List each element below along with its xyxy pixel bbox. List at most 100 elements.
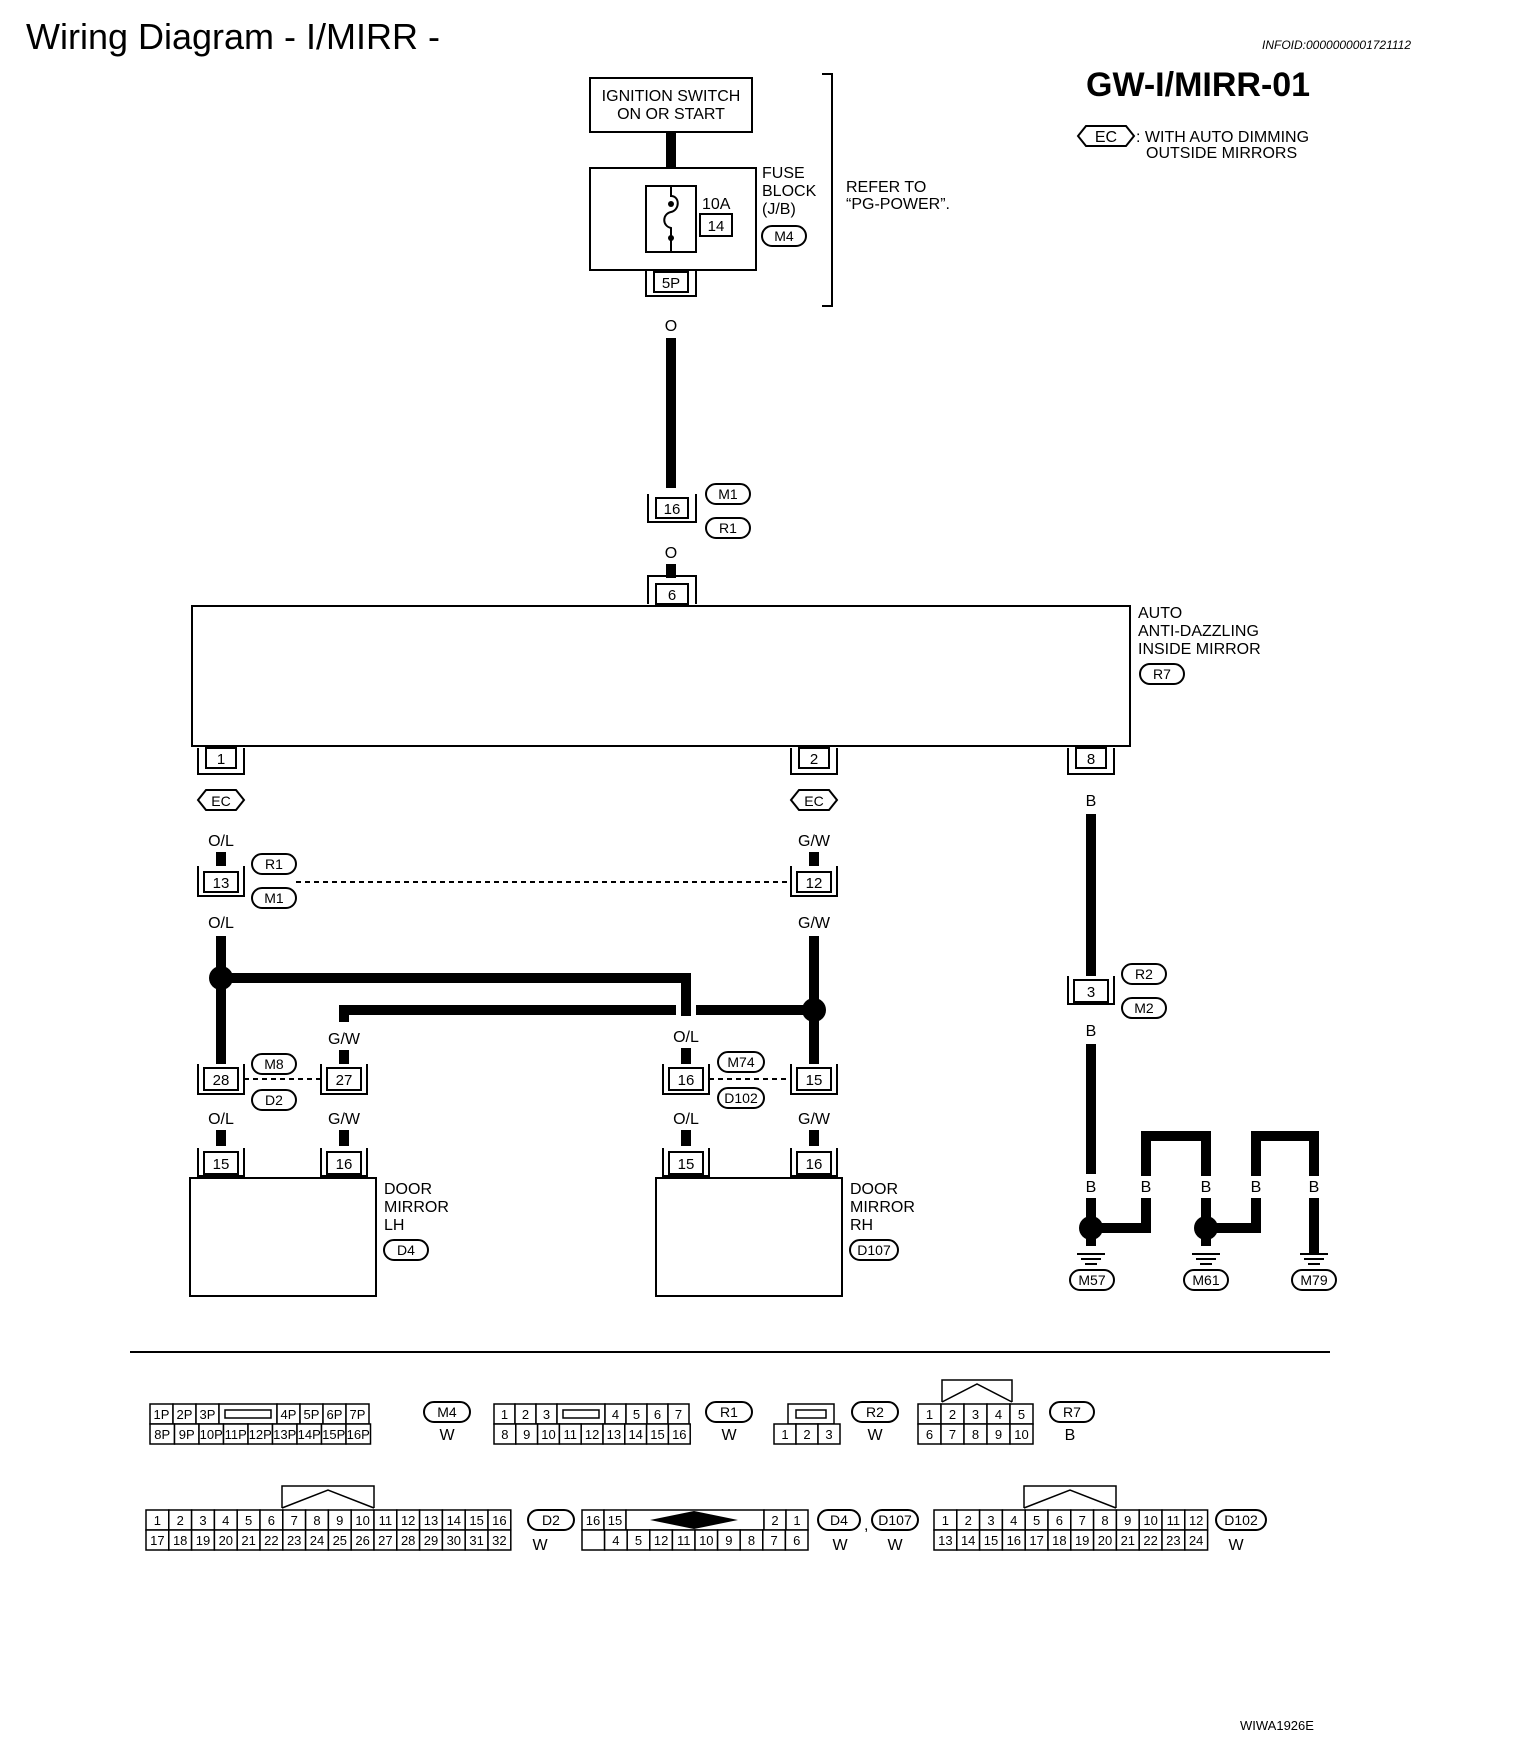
fuse-label-2: BLOCK xyxy=(762,183,817,200)
d4-oval xyxy=(817,1509,861,1531)
ignition-label-1: IGNITION SWITCH xyxy=(602,88,741,105)
d2-cavity xyxy=(487,1529,512,1551)
door-lh-label-2: MIRROR xyxy=(384,1199,449,1216)
pin-1: 1 xyxy=(217,751,225,768)
d2-pin-label: 9 xyxy=(336,1513,343,1528)
pin-1-box xyxy=(205,747,237,769)
connector-d107: D107 xyxy=(857,1242,891,1258)
d2-pin-label: 10 xyxy=(355,1513,369,1528)
r2-name: R2 xyxy=(866,1404,884,1420)
d2-pin-label: 14 xyxy=(447,1513,461,1528)
connector-m61: M61 xyxy=(1192,1272,1219,1288)
rh-pin-16-frame xyxy=(790,1148,838,1177)
d2-pin-label: 1 xyxy=(154,1513,161,1528)
fuse-number-box xyxy=(699,213,733,237)
d4-pin-label: 1 xyxy=(793,1513,800,1528)
connector-d2-oval xyxy=(251,1089,297,1111)
d102-pin-label: 16 xyxy=(1007,1533,1021,1548)
door-mirror-rh-box xyxy=(655,1177,843,1297)
ignition-switch-box xyxy=(589,77,753,133)
refer-label-1: REFER TO xyxy=(846,179,926,196)
m4-pin-label: 15P xyxy=(322,1427,345,1442)
d102-key-icon xyxy=(1023,1489,1117,1509)
door-mirror-lh-box xyxy=(189,1177,377,1297)
connector-m2: M2 xyxy=(1134,1000,1154,1016)
d2-pin-label: 21 xyxy=(241,1533,255,1548)
pin-12-frame xyxy=(790,866,838,897)
d4-pin-label: 7 xyxy=(770,1533,777,1548)
pin-12: 12 xyxy=(806,875,823,892)
d102-name: D102 xyxy=(1224,1512,1258,1528)
fuse-number: 14 xyxy=(708,218,725,235)
r7-pin-label: 2 xyxy=(949,1407,956,1422)
wire-color-ol: O/L xyxy=(208,915,234,932)
d102-color: W xyxy=(1228,1537,1244,1554)
pin-8: 8 xyxy=(1087,751,1095,768)
page-title: Wiring Diagram - I/MIRR - xyxy=(26,16,441,57)
r7-color: B xyxy=(1065,1427,1076,1444)
d4-pin-label: 16 xyxy=(586,1513,600,1528)
d102-pin-label: 12 xyxy=(1189,1513,1203,1528)
r7-housing xyxy=(941,1379,1013,1402)
r2-pin-label: 2 xyxy=(803,1427,810,1442)
r1-color: W xyxy=(721,1427,737,1444)
d102-oval xyxy=(1215,1509,1267,1531)
d102-pin-label: 9 xyxy=(1124,1513,1131,1528)
r1-pin-label: 16 xyxy=(672,1427,686,1442)
d4-pin-label: 12 xyxy=(654,1533,668,1548)
connector-m79-oval xyxy=(1291,1269,1337,1291)
pin-28-box xyxy=(203,1067,239,1091)
d2-pin-label: 13 xyxy=(424,1513,438,1528)
wire-color-b: B xyxy=(1086,793,1097,810)
d2-pin-label: 27 xyxy=(378,1533,392,1548)
pin-8-box xyxy=(1075,747,1107,769)
ignition-label-2: ON OR START xyxy=(617,106,725,123)
d4-pin-label: 4 xyxy=(612,1533,619,1548)
d102-pin-label: 18 xyxy=(1052,1533,1066,1548)
m4-pin-label: 9P xyxy=(179,1427,195,1442)
fuse-connector-oval xyxy=(761,225,807,247)
pin-2-box xyxy=(798,747,830,769)
r7-cavity xyxy=(1009,1423,1034,1445)
pin-16-box xyxy=(655,497,689,519)
pin-3-frame xyxy=(1067,976,1115,1005)
lh-pin-15: 15 xyxy=(213,1156,230,1173)
d2-color: W xyxy=(532,1537,548,1554)
connector-d4: D4 xyxy=(397,1242,415,1258)
ec-symbol xyxy=(196,789,246,811)
d2-pin-label: 26 xyxy=(355,1533,369,1548)
pin-5p-frame xyxy=(645,270,697,297)
m4-pin-label: 13P xyxy=(273,1427,296,1442)
d2-name: D2 xyxy=(542,1512,560,1528)
pin-3: 3 xyxy=(1087,984,1095,1001)
d2-pin-label: 12 xyxy=(401,1513,415,1528)
m4-oval xyxy=(423,1401,471,1423)
d102-pin-label: 23 xyxy=(1166,1533,1180,1548)
wire-color-gw: G/W xyxy=(798,915,831,932)
mirror-label-2: ANTI-DAZZLING xyxy=(1138,623,1259,640)
pin-2: 2 xyxy=(810,751,818,768)
door-rh-label-1: DOOR xyxy=(850,1181,898,1198)
ground-m61-icon xyxy=(1192,1253,1220,1265)
wire-color-b: B xyxy=(1086,1179,1097,1196)
m4-pin-label: 6P xyxy=(327,1407,343,1422)
d102-pin-label: 19 xyxy=(1075,1533,1089,1548)
d2-pin-label: 16 xyxy=(492,1513,506,1528)
pin-28: 28 xyxy=(213,1072,230,1089)
d2-pin-label: 23 xyxy=(287,1533,301,1548)
m4-pin-label: 11P xyxy=(225,1427,247,1442)
wire-gw-cross-b xyxy=(339,1005,676,1022)
connector-r2-oval xyxy=(1121,963,1167,985)
m4-pin-label: 2P xyxy=(177,1407,193,1422)
mirror-label-1: AUTO xyxy=(1138,605,1182,622)
d4-cavity xyxy=(581,1529,606,1551)
d2-pin-label: 11 xyxy=(379,1513,393,1528)
rh-pin-15-box xyxy=(668,1151,704,1175)
ec-symbol-label: EC xyxy=(804,793,823,809)
d2-pin-label: 31 xyxy=(469,1533,483,1548)
wire-color-ol: O/L xyxy=(673,1029,699,1046)
wire-color-b: B xyxy=(1251,1179,1262,1196)
d102-housing xyxy=(1023,1485,1117,1508)
connector-m1: M1 xyxy=(718,486,738,502)
wire-b-m61-loop xyxy=(1206,1198,1261,1233)
